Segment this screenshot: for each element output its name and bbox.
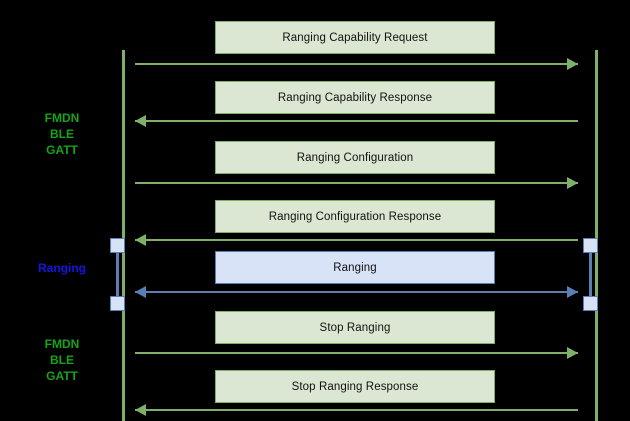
message-arrow-shaft-6 <box>135 352 578 354</box>
message-arrow-head-right-6 <box>567 347 578 359</box>
side-label-line: Ranging <box>38 261 86 275</box>
message-arrow-shaft-1 <box>135 63 578 65</box>
message-arrow-head-left-4 <box>135 234 146 246</box>
right-activation-end-handle[interactable] <box>583 296 598 311</box>
side-label-line: GATT <box>46 143 78 157</box>
message-arrow-head-left-5 <box>135 286 146 298</box>
right-lifeline <box>595 50 598 421</box>
left-activation-start-handle[interactable] <box>110 238 125 253</box>
side-label-line: GATT <box>46 369 78 383</box>
message-box-stop-ranging[interactable]: Stop Ranging <box>215 311 495 344</box>
side-label-line: BLE <box>50 127 74 141</box>
left-activation-end-handle[interactable] <box>110 296 125 311</box>
message-box-stop-ranging-response[interactable]: Stop Ranging Response <box>215 370 495 403</box>
side-label-line: BLE <box>50 353 74 367</box>
side-label-phase-1: FMDN BLE GATT <box>12 110 112 158</box>
message-box-ranging-capability-response[interactable]: Ranging Capability Response <box>215 81 495 114</box>
left-activation-line <box>116 243 119 303</box>
message-arrow-head-right-1 <box>567 58 578 70</box>
side-label-line: FMDN <box>44 337 80 351</box>
message-arrow-head-right-3 <box>567 177 578 189</box>
message-arrow-shaft-4 <box>135 239 578 241</box>
left-lifeline <box>122 50 125 421</box>
side-label-line: FMDN <box>44 111 80 125</box>
message-arrow-head-left-7 <box>135 404 146 416</box>
message-arrow-head-left-2 <box>135 115 146 127</box>
right-activation-line <box>589 243 592 303</box>
message-arrow-shaft-5 <box>135 291 578 293</box>
message-box-ranging-configuration[interactable]: Ranging Configuration <box>215 141 495 174</box>
message-box-ranging-capability-request[interactable]: Ranging Capability Request <box>215 21 495 54</box>
message-box-ranging-configuration-response[interactable]: Ranging Configuration Response <box>215 200 495 233</box>
side-label-phase-3: FMDN BLE GATT <box>12 336 112 384</box>
message-arrow-shaft-7 <box>135 409 578 411</box>
side-label-phase-2: Ranging <box>12 260 112 276</box>
message-arrow-head-right-5 <box>567 286 578 298</box>
message-box-ranging[interactable]: Ranging <box>215 251 495 284</box>
message-arrow-shaft-2 <box>135 120 578 122</box>
message-arrow-shaft-3 <box>135 182 578 184</box>
right-activation-start-handle[interactable] <box>583 238 598 253</box>
